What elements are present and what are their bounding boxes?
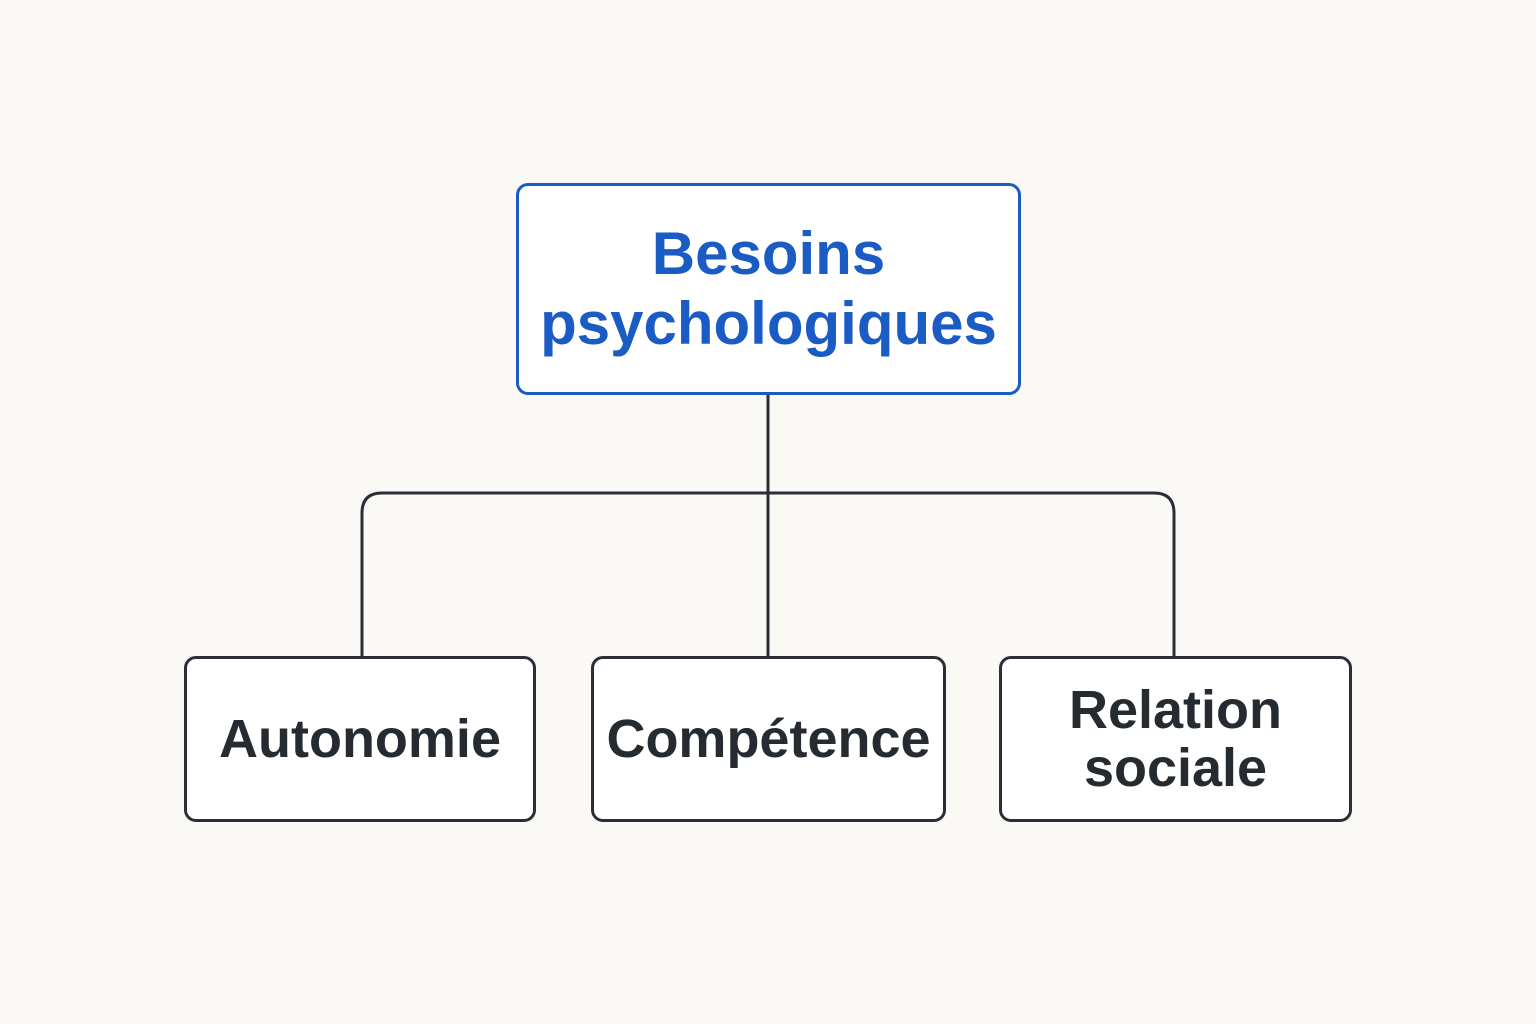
child-node-label-competence: Compétence: [606, 709, 931, 769]
root-node-besoins-psychologiques: Besoins psychologiques: [516, 183, 1021, 395]
child-node-competence: Compétence: [591, 656, 946, 822]
child-node-autonomie: Autonomie: [184, 656, 536, 822]
connector-left-branch: [360, 491, 770, 658]
root-node-label: Besoins psychologiques: [540, 220, 997, 357]
child-node-label-relation-sociale: Relation sociale: [1068, 680, 1283, 798]
child-node-relation-sociale: Relation sociale: [999, 656, 1352, 822]
connector-right-branch: [766, 491, 1176, 658]
child-node-label-autonomie: Autonomie: [219, 709, 501, 769]
